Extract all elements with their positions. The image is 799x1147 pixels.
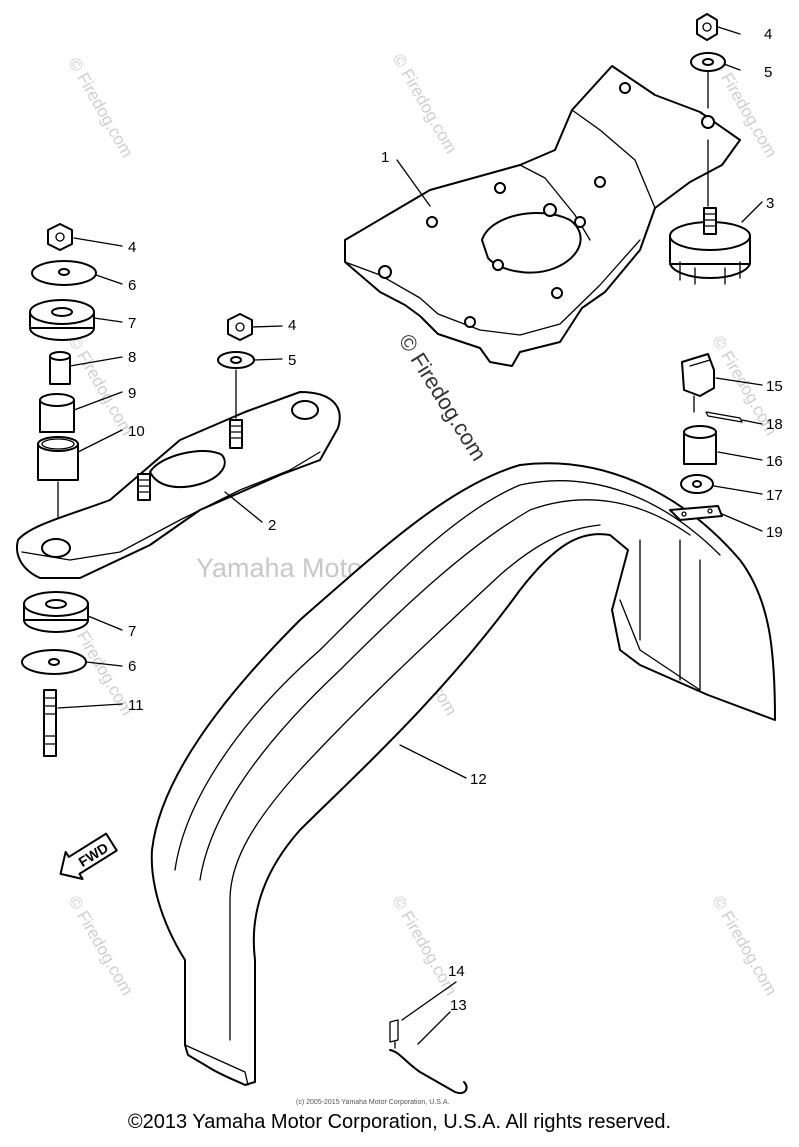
watermark: © Firedog.com [65, 333, 137, 439]
nut-mid-group [217, 313, 255, 419]
rubber-mount [669, 207, 751, 285]
nut-right-group [690, 13, 726, 207]
fine-print: (c) 2005-2015 Yamaha Motor Corporation, … [296, 1099, 449, 1106]
watermark: © Firedog.com [389, 893, 461, 999]
fender [150, 462, 776, 1086]
bracket-lower [16, 391, 341, 579]
watermark: © Firedog.com [709, 893, 781, 999]
lower-mount-stack [21, 591, 89, 757]
part-number-7-bottom: 7 [128, 623, 136, 640]
part-number-12: 12 [470, 771, 487, 788]
part-number-13: 13 [450, 997, 467, 1014]
watermark-diagonal: © Firedog.com [394, 329, 492, 465]
part-number-6-top: 6 [128, 277, 136, 294]
part-number-1: 1 [381, 149, 389, 166]
copyright-notice: ©2013 Yamaha Motor Corporation, U.S.A. A… [127, 1111, 672, 1133]
leader-lines [57, 26, 763, 1045]
part-number-18: 18 [766, 416, 783, 433]
part-number-3: 3 [766, 195, 774, 212]
part-number-9: 9 [128, 385, 136, 402]
part-number-10: 10 [128, 423, 145, 440]
part-number-2: 2 [268, 517, 276, 534]
pin-and-cotter [389, 1019, 468, 1094]
part-number-8: 8 [128, 349, 136, 366]
part-number-4-left: 4 [128, 239, 136, 256]
part-number-6-bottom: 6 [128, 658, 136, 675]
watermark: © Firedog.com [389, 51, 461, 157]
part-number-4-mid: 4 [288, 317, 296, 334]
part-number-16: 16 [766, 453, 783, 470]
right-small-parts [669, 353, 743, 521]
part-number-11: 11 [128, 697, 144, 714]
part-number-15: 15 [766, 378, 783, 395]
part-number-labels: 1 2 3 4 4 4 5 5 6 6 7 7 8 9 10 11 12 13 … [128, 26, 783, 1014]
bracket-upper [344, 65, 741, 367]
part-number-14: 14 [448, 963, 465, 980]
part-number-5-right: 5 [764, 64, 772, 81]
part-number-4-right: 4 [764, 26, 772, 43]
part-number-17: 17 [766, 487, 783, 504]
left-mount-stack [29, 223, 97, 546]
part-number-7-top: 7 [128, 315, 136, 332]
watermark: © Firedog.com [65, 893, 137, 999]
part-number-19: 19 [766, 524, 783, 541]
part-number-5-mid: 5 [288, 352, 296, 369]
watermark: © Firedog.com [65, 55, 137, 161]
fwd-direction-arrow: FWD [59, 832, 118, 880]
